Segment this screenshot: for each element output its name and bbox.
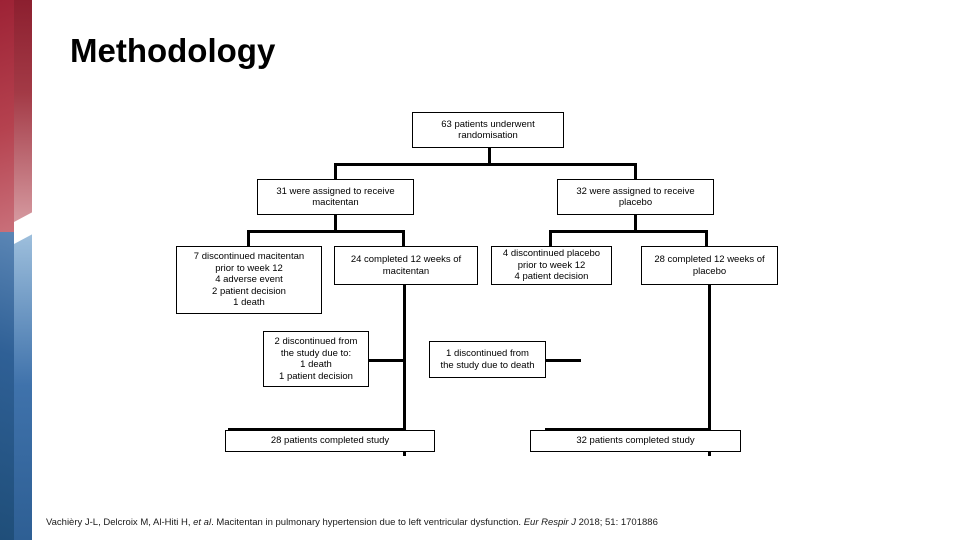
connector-macitentan-12w-down: [403, 285, 406, 456]
node-macitentan-completed-study: 28 patients completed study: [225, 430, 435, 452]
citation: Vachièry J-L, Delcroix M, Al-Hiti H, et …: [46, 516, 658, 529]
citation-italic-1: et al: [193, 517, 212, 528]
connector-to-placebo-discontinued: [549, 230, 552, 247]
connector-macitentan-stem: [334, 214, 337, 231]
node-randomisation: 63 patients underwent randomisation: [412, 112, 564, 148]
connector-to-macitentan-completed-12w: [402, 230, 405, 247]
node-placebo-completed-12w: 28 completed 12 weeks of placebo: [641, 246, 778, 285]
node-macitentan-discontinued: 7 discontinued macitentan prior to week …: [176, 246, 322, 314]
connector-placebo-side-branch: [545, 359, 581, 362]
connector-macitentan-horizontal: [247, 230, 405, 233]
connector-placebo-horizontal: [549, 230, 708, 233]
decorative-ribbon-red: [0, 0, 14, 232]
node-placebo-discontinued: 4 discontinued placebo prior to week 12 …: [491, 246, 612, 285]
node-macitentan-assigned: 31 were assigned to receive macitentan: [257, 179, 414, 215]
connector-randomisation-horizontal: [334, 163, 637, 166]
node-macitentan-study-discontinued: 2 discontinued from the study due to: 1 …: [263, 331, 369, 387]
connector-to-macitentan-discontinued: [247, 230, 250, 247]
node-placebo-study-discontinued: 1 discontinued from the study due to dea…: [429, 341, 546, 378]
connector-macitentan-side-branch: [368, 359, 404, 362]
decorative-ribbon-red-inner: [14, 0, 32, 232]
decorative-ribbon-blue-inner: [14, 232, 32, 540]
connector-randomisation-stem: [488, 147, 491, 164]
node-placebo-assigned: 32 were assigned to receive placebo: [557, 179, 714, 215]
citation-text-1: Vachièry J-L, Delcroix M, Al-Hiti H,: [46, 517, 194, 528]
page-title: Methodology: [70, 32, 276, 69]
citation-text-3: 2018; 51: 1701886: [575, 517, 658, 528]
connector-placebo-completed-horizontal: [545, 428, 711, 431]
connector-macitentan-completed-horizontal: [228, 428, 406, 431]
decorative-ribbon-blue: [0, 232, 14, 540]
node-macitentan-completed-12w: 24 completed 12 weeks of macitentan: [334, 246, 478, 285]
connector-to-placebo-completed-12w: [705, 230, 708, 247]
node-placebo-completed-study: 32 patients completed study: [530, 430, 741, 452]
citation-text-2: . Macitentan in pulmonary hypertension d…: [211, 517, 524, 528]
connector-placebo-stem: [634, 214, 637, 231]
citation-italic-2: Eur Respir J: [523, 517, 576, 528]
connector-to-placebo-assigned: [634, 163, 637, 180]
connector-placebo-12w-down: [708, 285, 711, 456]
connector-to-macitentan-assigned: [334, 163, 337, 180]
